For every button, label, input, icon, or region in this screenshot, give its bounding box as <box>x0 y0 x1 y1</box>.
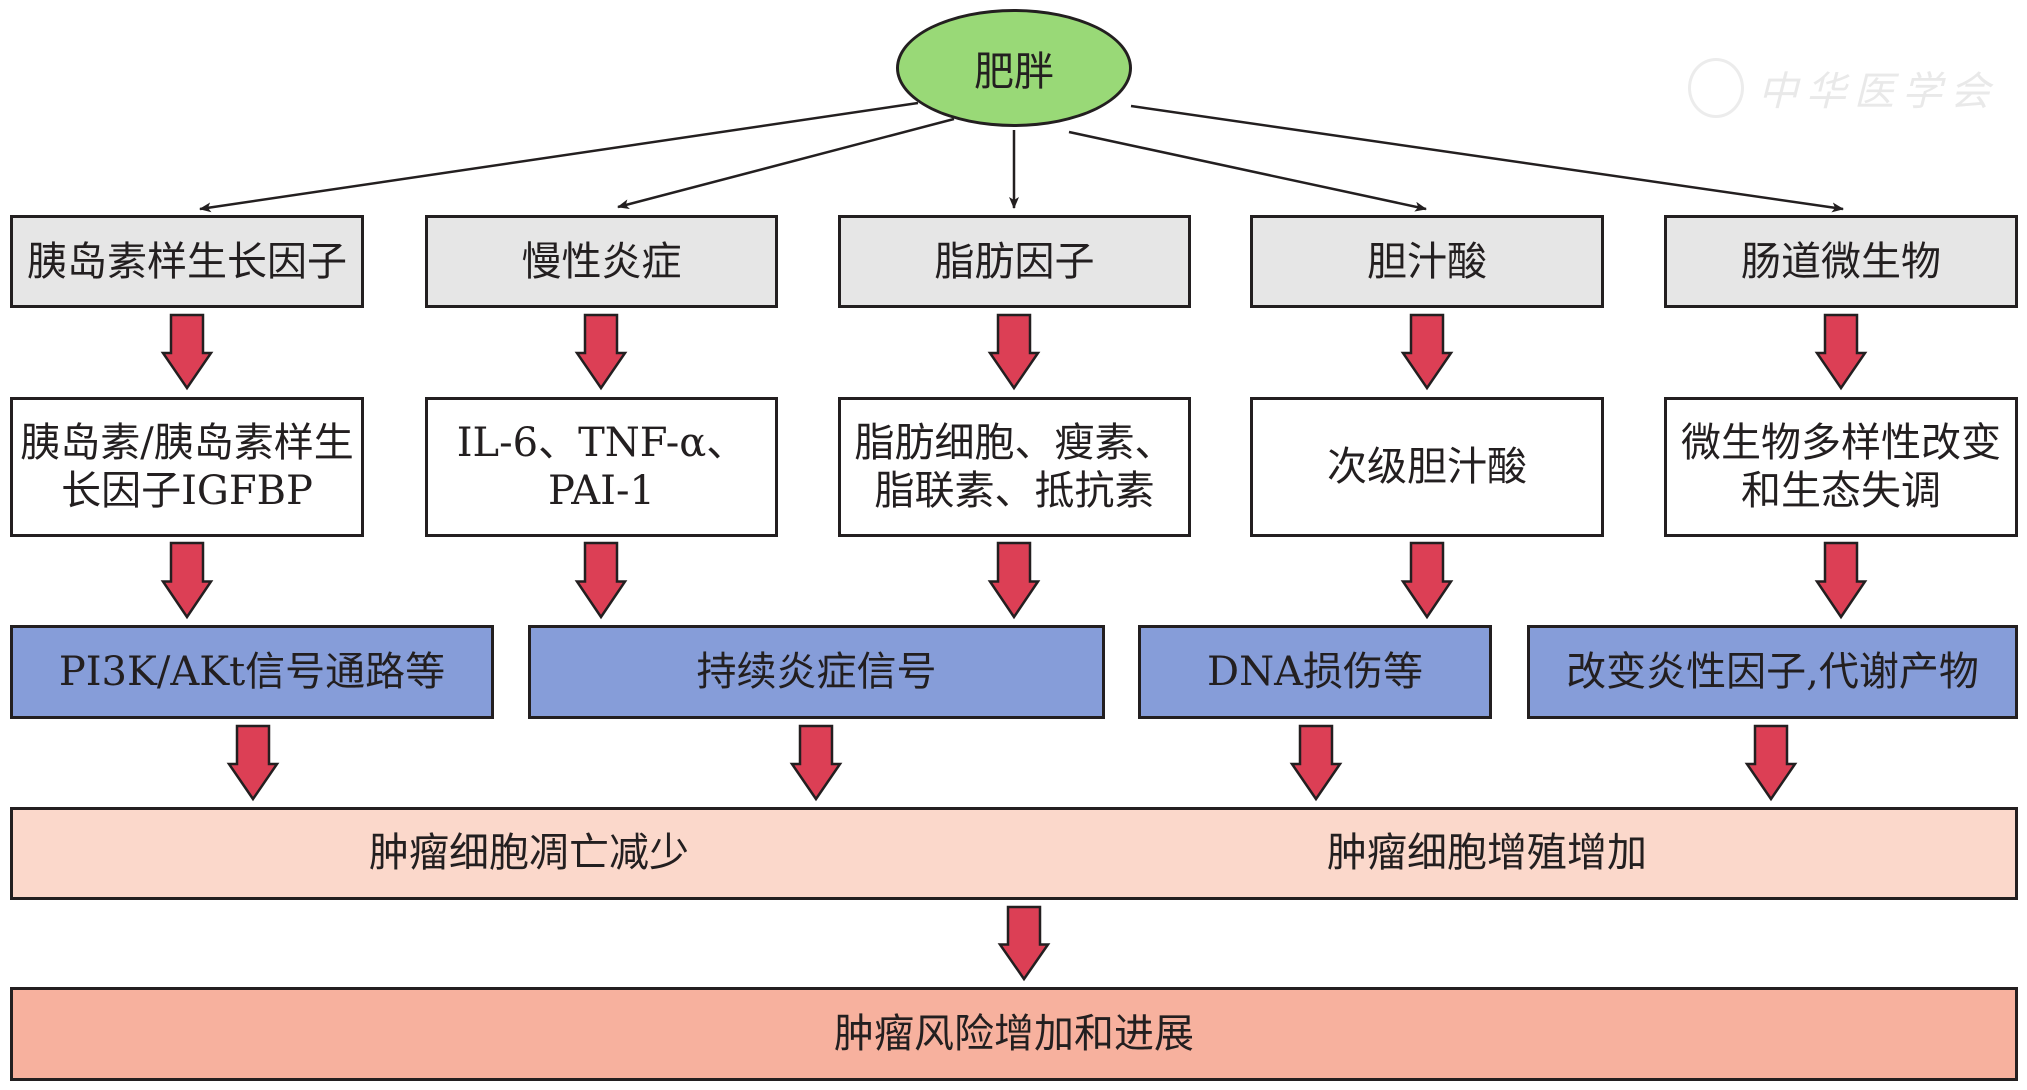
factor-gut-microbiota: 肠道微生物 <box>1664 215 2018 308</box>
factor-igf: 胰岛素样生长因子 <box>10 215 364 308</box>
mechanism-metabolites: 改变炎性因子,代谢产物 <box>1527 625 2018 719</box>
mechanism-dna-damage: DNA损伤等 <box>1138 625 1492 719</box>
watermark: 中华医学会 <box>1688 58 1998 118</box>
block-arrow-mechanism-to-effect-3 <box>1289 724 1343 802</box>
factor-label: 胰岛素样生长因子 <box>27 238 347 285</box>
mechanism-label: 改变炎性因子,代谢产物 <box>1566 649 1979 695</box>
mediator-line: 次级胆汁酸 <box>1327 444 1527 490</box>
mediator-line: 长因子IGFBP <box>61 468 313 514</box>
block-arrow-factor-to-mediator-3 <box>987 313 1041 391</box>
mediator-line: 和生态失调 <box>1741 468 1941 514</box>
factor-adipokines: 脂肪因子 <box>838 215 1191 308</box>
block-arrow-factor-to-mediator-2 <box>574 313 628 391</box>
mediator-line: 微生物多样性改变 <box>1681 420 2001 466</box>
block-arrow-mediator-to-mechanism-1 <box>160 541 214 620</box>
outcome-label: 肿瘤风险增加和进展 <box>834 1011 1194 1057</box>
factor-label: 肠道微生物 <box>1741 238 1941 285</box>
block-arrow-factor-to-mediator-1 <box>160 313 214 391</box>
block-arrow-mediator-to-mechanism-3 <box>987 541 1041 620</box>
mediator-adipokine-list: 脂肪细胞、瘦素、 脂联素、抵抗素 <box>838 397 1191 537</box>
mediator-secondary-bile-acids: 次级胆汁酸 <box>1250 397 1604 537</box>
block-arrow-factor-to-mediator-5 <box>1814 313 1868 391</box>
factor-label: 脂肪因子 <box>934 238 1095 285</box>
obesity-root-node: 肥胖 <box>896 9 1132 127</box>
mediator-cytokines: IL-6、TNF-α、PAI-1 <box>425 397 778 537</box>
root-to-bile-acids-arrow <box>1068 130 1427 212</box>
mediator-line: 脂联素、抵抗素 <box>874 468 1155 514</box>
mediator-line: 胰岛素/胰岛素样生 <box>20 420 354 466</box>
watermark-text: 中华医学会 <box>1758 69 1998 115</box>
block-arrow-factor-to-mediator-4 <box>1400 313 1454 391</box>
effect-proliferation-increase: 肿瘤细胞增殖增加 <box>1327 830 1647 876</box>
root-to-microbiota-arrow <box>1130 104 1844 213</box>
mechanism-label: PI3K/AKt信号通路等 <box>58 649 446 695</box>
effect-apoptosis-decrease: 肿瘤细胞凋亡减少 <box>369 830 689 876</box>
mediator-dysbiosis: 微生物多样性改变 和生态失调 <box>1664 397 2018 537</box>
factor-bile-acids: 胆汁酸 <box>1250 215 1604 308</box>
mechanism-label: DNA损伤等 <box>1207 649 1423 695</box>
block-arrow-mechanism-to-effect-1 <box>226 724 280 802</box>
outcome-bar: 肿瘤风险增加和进展 <box>10 987 2018 1081</box>
block-arrow-effect-to-outcome <box>997 905 1051 982</box>
effects-bar <box>10 807 2018 900</box>
root-label: 肥胖 <box>974 49 1054 95</box>
mediator-line: IL-6、TNF-α、PAI-1 <box>456 420 747 514</box>
block-arrow-mediator-to-mechanism-5 <box>1814 541 1868 620</box>
mechanism-label: 持续炎症信号 <box>696 649 937 695</box>
block-arrow-mediator-to-mechanism-4 <box>1400 541 1454 620</box>
society-seal-icon <box>1688 58 1744 118</box>
root-to-inflammation-arrow <box>617 117 955 210</box>
mediator-line: 脂肪细胞、瘦素、 <box>854 420 1175 466</box>
mechanism-persistent-inflammation: 持续炎症信号 <box>528 625 1105 719</box>
factor-label: 胆汁酸 <box>1367 238 1487 285</box>
block-arrow-mediator-to-mechanism-2 <box>574 541 628 620</box>
factor-label: 慢性炎症 <box>521 238 682 285</box>
block-arrow-mechanism-to-effect-2 <box>789 724 843 802</box>
root-to-igf-arrow <box>199 101 919 213</box>
mechanism-pi3k-akt: PI3K/AKt信号通路等 <box>10 625 494 719</box>
factor-chronic-inflammation: 慢性炎症 <box>425 215 778 308</box>
block-arrow-mechanism-to-effect-4 <box>1744 724 1798 802</box>
mediator-igfbp: 胰岛素/胰岛素样生 长因子IGFBP <box>10 397 364 537</box>
